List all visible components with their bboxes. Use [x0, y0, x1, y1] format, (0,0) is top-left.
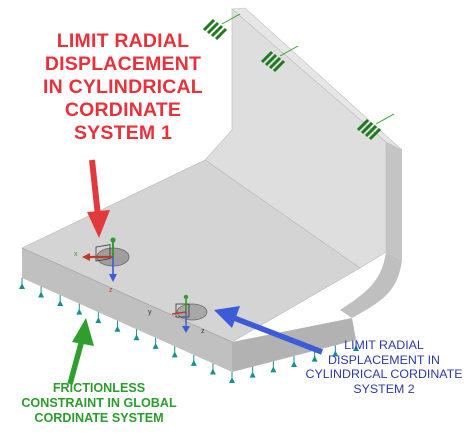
- triad-2-z-label: z: [201, 328, 205, 335]
- callout-arrow-red: [87, 159, 110, 238]
- support-pin: [332, 345, 339, 357]
- support-pin: [209, 363, 216, 375]
- cylindrical-support-1: x z: [74, 237, 130, 294]
- label-line: LIMIT RADIAL: [344, 338, 424, 352]
- support-pin: [353, 340, 359, 351]
- callout-arrow-blue: [214, 306, 323, 355]
- support-pin: [57, 295, 64, 307]
- label-cylindrical-system-1: LIMIT RADIAL DISPLACEMENT IN CYLINDRICAL…: [18, 30, 228, 145]
- label-line: DISPLACEMENT: [44, 53, 202, 75]
- support-pin: [249, 366, 256, 378]
- triad-2-x-axis: [171, 311, 187, 315]
- label-line: FRICTIONLESS: [52, 381, 146, 395]
- label-frictionless-constraint: FRICTIONLESS CONSTRAINT IN GLOBAL CORDIN…: [0, 381, 198, 426]
- wall-side-face: [386, 142, 402, 260]
- triad-2-x-label: y: [148, 309, 152, 316]
- triad-box-2: [175, 303, 190, 318]
- support-pin: [133, 329, 140, 341]
- load-marker: [356, 113, 395, 141]
- cylinder-face-2: [176, 303, 208, 321]
- support-pin: [76, 303, 83, 315]
- callout-arrow-green: [67, 318, 94, 385]
- triad-2-y-tip: [183, 294, 189, 300]
- support-pin: [270, 361, 277, 373]
- label-line: IN CYLINDRICAL: [43, 76, 203, 98]
- plate-right-face: [232, 318, 356, 372]
- bend-corner: [340, 252, 402, 318]
- edge-load-markers: [202, 13, 395, 141]
- label-line: CONSTRAINT IN GLOBAL: [21, 396, 177, 410]
- wall-top-face: [231, 7, 403, 151]
- support-pin: [95, 312, 102, 324]
- label-line: CYLINDRICAL CORDINATE: [305, 367, 463, 381]
- triad-1-y-tip: [110, 237, 116, 243]
- label-line: SYSTEM 2: [353, 381, 415, 396]
- load-marker: [202, 13, 241, 41]
- label-line: CORDINATE: [64, 99, 182, 121]
- label-line: CORDINATE SYSTEM: [34, 411, 164, 425]
- label-line: DISPLACEMENT IN: [328, 352, 440, 367]
- triad-box-1: [95, 244, 111, 262]
- plate-front-edge: [21, 247, 233, 343]
- label-line: LIMIT RADIAL: [56, 30, 190, 52]
- support-pin: [114, 320, 121, 332]
- support-pin: [152, 337, 159, 349]
- cylindrical-support-2: y z: [148, 294, 208, 335]
- triad-1-x-head: [82, 253, 90, 261]
- support-pin: [229, 372, 235, 383]
- support-pin: [19, 278, 25, 289]
- support-pin: [291, 356, 297, 367]
- support-pin: [171, 346, 178, 358]
- support-pin: [38, 286, 45, 298]
- load-marker: [260, 45, 299, 73]
- triad-1-z-head: [109, 274, 117, 282]
- label-line: SYSTEM 1: [73, 122, 173, 144]
- plate-left-face: [22, 248, 232, 372]
- part-body: [21, 7, 403, 372]
- triad-1-z-label: z: [109, 287, 113, 294]
- label-cylindrical-system-2: LIMIT RADIAL DISPLACEMENT IN CYLINDRICAL…: [296, 338, 472, 396]
- triad-1-x-label: x: [74, 251, 78, 258]
- frictionless-support-markers: [19, 278, 359, 383]
- support-pin: [190, 354, 197, 366]
- triad-2-z-head: [182, 326, 190, 333]
